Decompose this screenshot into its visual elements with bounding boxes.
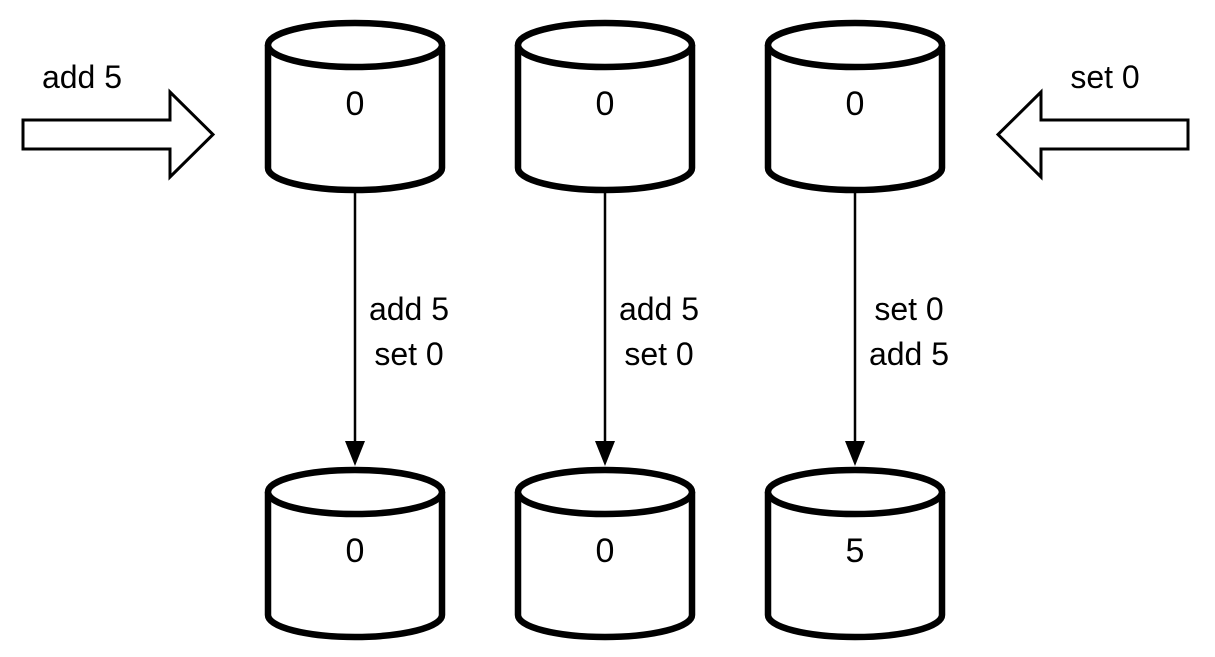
database-cylinder-top-2: 0 [514, 19, 696, 194]
cylinder-body [264, 45, 446, 194]
cylinder-top [264, 466, 446, 518]
db-value-bottom-2: 0 [596, 532, 615, 570]
right-annotation-label: set 0 [1070, 59, 1139, 95]
column-3: 0 set 0 add 5 5 [764, 19, 949, 641]
arrow-head-icon [345, 441, 365, 466]
cylinder-top [264, 19, 446, 71]
transition-arrow-2: add 5 set 0 [595, 191, 699, 466]
column-2: 0 add 5 set 0 0 [514, 19, 699, 641]
transition-arrow-1: add 5 set 0 [345, 191, 449, 466]
transition-label-1-line1: add 5 [369, 291, 449, 327]
cylinder-body [764, 492, 946, 641]
transition-label-1-line2: set 0 [374, 336, 443, 372]
left-block-arrow-icon [995, 88, 1190, 181]
arrow-head-icon [845, 441, 865, 466]
db-value-top-1: 0 [346, 85, 365, 123]
left-annotation: add 5 [21, 59, 216, 181]
cylinder-top [514, 466, 696, 518]
transition-arrow-3: set 0 add 5 [845, 191, 949, 466]
database-cylinder-bottom-3: 5 [764, 466, 946, 641]
cylinder-body [514, 492, 696, 641]
database-cylinder-bottom-1: 0 [264, 466, 446, 641]
db-value-bottom-3: 5 [846, 532, 865, 570]
db-value-top-2: 0 [596, 85, 615, 123]
cylinder-body [514, 45, 696, 194]
left-annotation-label: add 5 [42, 59, 122, 95]
transition-label-3-line2: add 5 [869, 336, 949, 372]
cylinder-top [764, 466, 946, 518]
transition-label-2-line1: add 5 [619, 291, 699, 327]
column-1: 0 add 5 set 0 0 [264, 19, 449, 641]
database-cylinder-top-3: 0 [764, 19, 946, 194]
database-cylinder-bottom-2: 0 [514, 466, 696, 641]
right-block-arrow-icon [21, 88, 216, 181]
db-value-bottom-1: 0 [346, 532, 365, 570]
cylinder-top [764, 19, 946, 71]
cylinder-body [764, 45, 946, 194]
right-annotation: set 0 [995, 59, 1190, 181]
transition-label-2-line2: set 0 [624, 336, 693, 372]
transition-label-3-line1: set 0 [874, 291, 943, 327]
cylinder-top [514, 19, 696, 71]
database-cylinder-top-1: 0 [264, 19, 446, 194]
db-value-top-3: 0 [846, 85, 865, 123]
arrow-head-icon [595, 441, 615, 466]
cylinder-body [264, 492, 446, 641]
